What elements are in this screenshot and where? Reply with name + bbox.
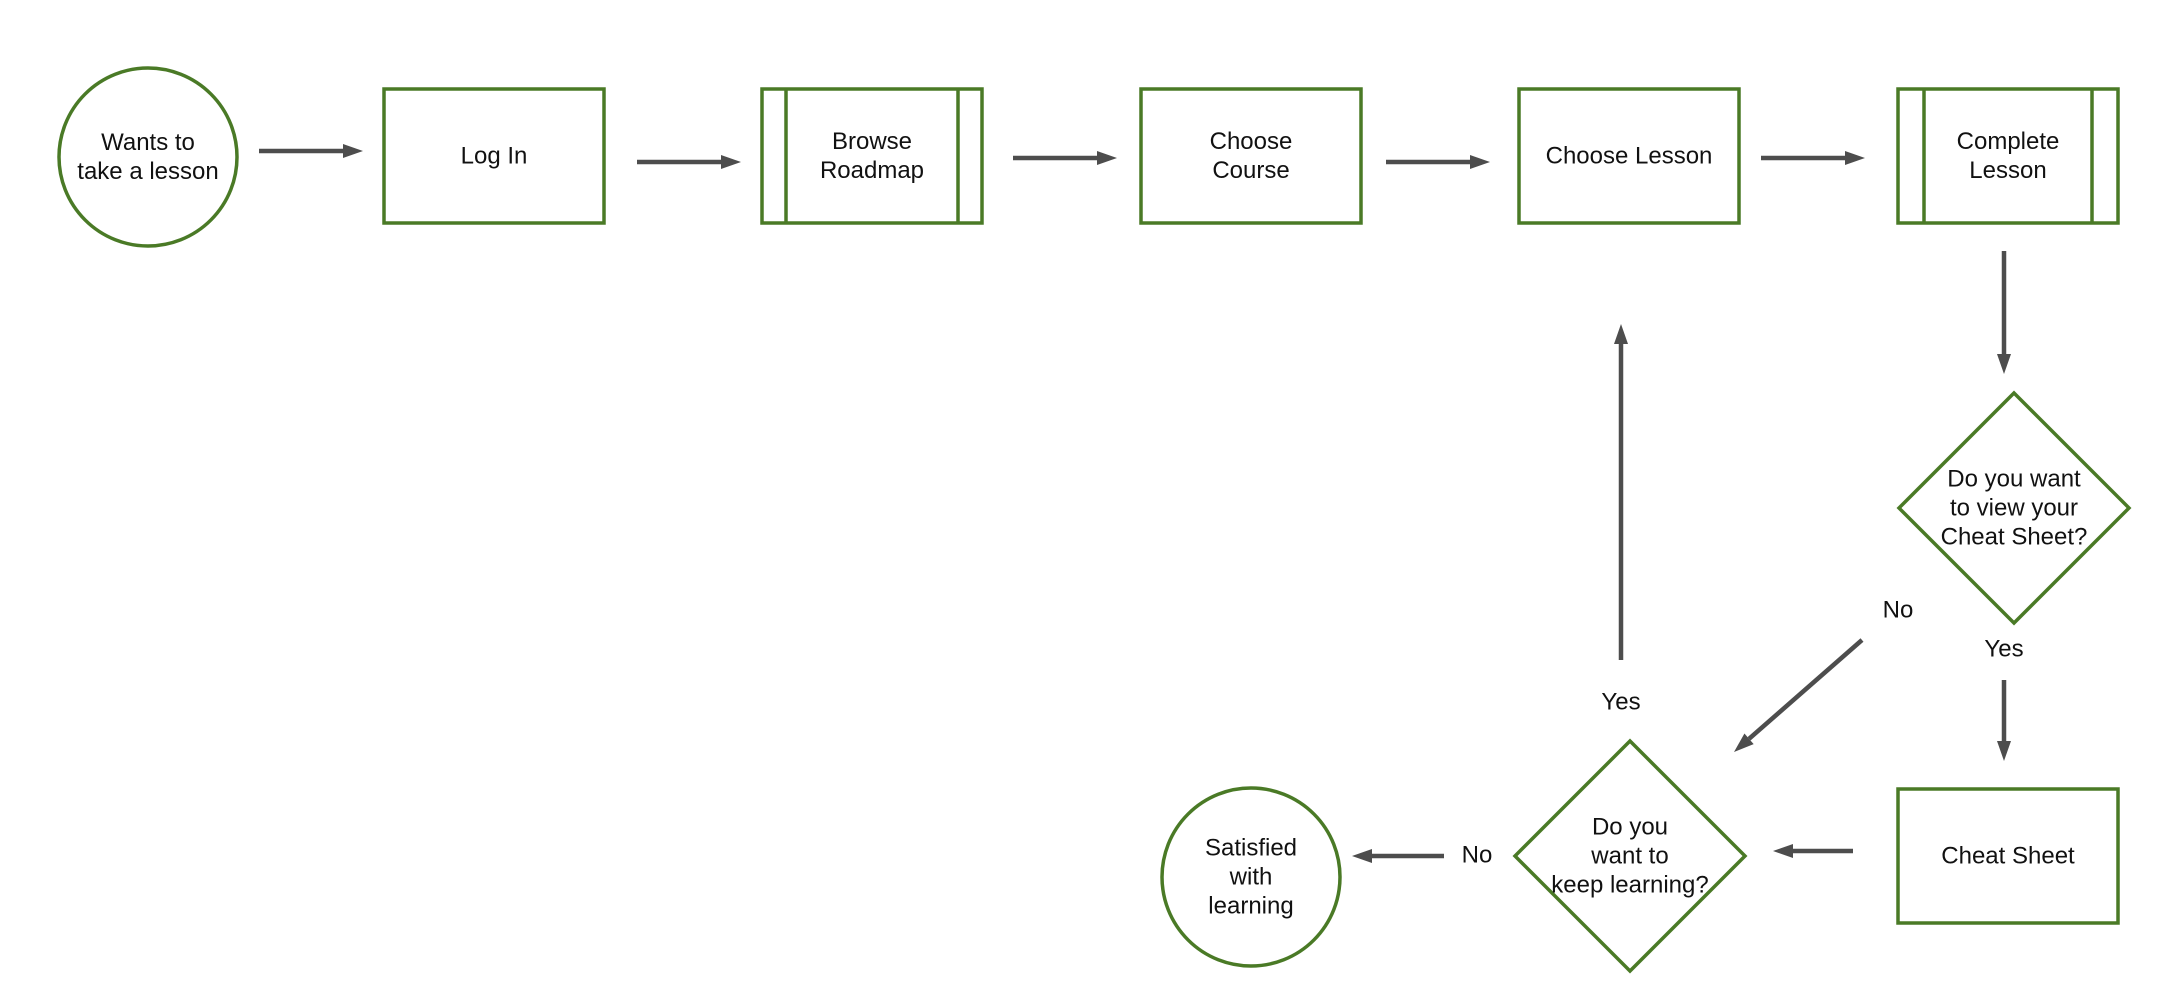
node-label-keep-question: keep learning?: [1551, 872, 1708, 899]
edge-start-to-login: [259, 144, 363, 158]
node-start-circle: [57, 66, 239, 248]
node-login-box: [382, 87, 606, 225]
node-keep-question-diamond: [1512, 738, 1748, 974]
node-label-choose-course: Course: [1212, 157, 1289, 184]
edge-label-keep-no: No: [1462, 842, 1493, 869]
node-end-circle: [1160, 786, 1342, 968]
node-label-keep-question: Do you: [1592, 814, 1668, 841]
node-choose-course-box: [1139, 87, 1363, 225]
node-login: Log In: [382, 87, 606, 225]
edge-label-cheat-question-yes: Yes: [1984, 636, 2023, 663]
edge-label-cheat-question-no: No: [1883, 597, 1914, 624]
node-label-end: with: [1229, 864, 1273, 891]
edge-lesson-to-complete-arrowhead: [1845, 151, 1865, 165]
edge-browse-to-course: [1013, 151, 1117, 165]
edge-course-to-lesson: [1386, 155, 1490, 169]
node-cheat-sheet-box: [1896, 787, 2120, 925]
node-label-cheat-question: to view your: [1950, 495, 2078, 522]
edge-cheat-question-no-line: [1747, 638, 1864, 741]
edge-keep-no-arrowhead: [1352, 849, 1372, 863]
node-label-end: learning: [1208, 893, 1293, 920]
node-label-choose-lesson: Choose Lesson: [1546, 143, 1713, 170]
node-label-choose-course: Choose: [1210, 128, 1293, 155]
node-cheat-question-diamond: [1896, 390, 2132, 626]
node-label-cheat-question: Cheat Sheet?: [1941, 524, 2088, 551]
node-label-login: Log In: [461, 143, 528, 170]
edge-label-keep-yes: Yes: [1601, 689, 1640, 716]
node-label-cheat-sheet: Cheat Sheet: [1941, 843, 2075, 870]
edge-course-to-lesson-arrowhead: [1470, 155, 1490, 169]
node-label-start: take a lesson: [77, 158, 218, 185]
edge-keep-yes-arrowhead: [1614, 324, 1628, 344]
node-label-keep-question: want to: [1590, 843, 1668, 870]
node-cheat-sheet: Cheat Sheet: [1896, 787, 2120, 925]
edge-cheat-question-yes-arrowhead: [1997, 741, 2011, 761]
edge-start-to-login-arrowhead: [343, 144, 363, 158]
edge-cheat-question-yes: Yes: [1984, 636, 2024, 761]
node-label-end: Satisfied: [1205, 835, 1297, 862]
edge-lesson-to-complete: [1761, 151, 1865, 165]
node-label-browse: Browse: [832, 128, 912, 155]
edge-login-to-browse-arrowhead: [721, 155, 741, 169]
edge-cheat-sheet-to-keep: [1773, 844, 1853, 858]
node-label-cheat-question: Do you want: [1947, 466, 2081, 493]
node-label-complete-lesson: Lesson: [1969, 157, 2046, 184]
edge-cheat-question-no-arrowhead: [1734, 733, 1754, 752]
node-choose-lesson-box: [1517, 87, 1741, 225]
edge-cheat-sheet-to-keep-arrowhead: [1773, 844, 1793, 858]
node-browse-box: [760, 87, 984, 225]
edge-cheat-question-no: No: [1734, 597, 1914, 752]
node-choose-lesson: Choose Lesson: [1517, 87, 1741, 225]
edge-browse-to-course-arrowhead: [1097, 151, 1117, 165]
node-label-start: Wants to: [101, 129, 195, 156]
edge-complete-to-cheat-question-arrowhead: [1997, 354, 2011, 374]
edge-login-to-browse: [637, 155, 741, 169]
edge-keep-no: No: [1352, 842, 1492, 869]
edge-complete-to-cheat-question: [1997, 251, 2011, 374]
edge-keep-yes: Yes: [1601, 324, 1641, 716]
node-label-browse: Roadmap: [820, 157, 924, 184]
node-complete-lesson-box: [1896, 87, 2120, 225]
node-label-complete-lesson: Complete: [1957, 128, 2060, 155]
